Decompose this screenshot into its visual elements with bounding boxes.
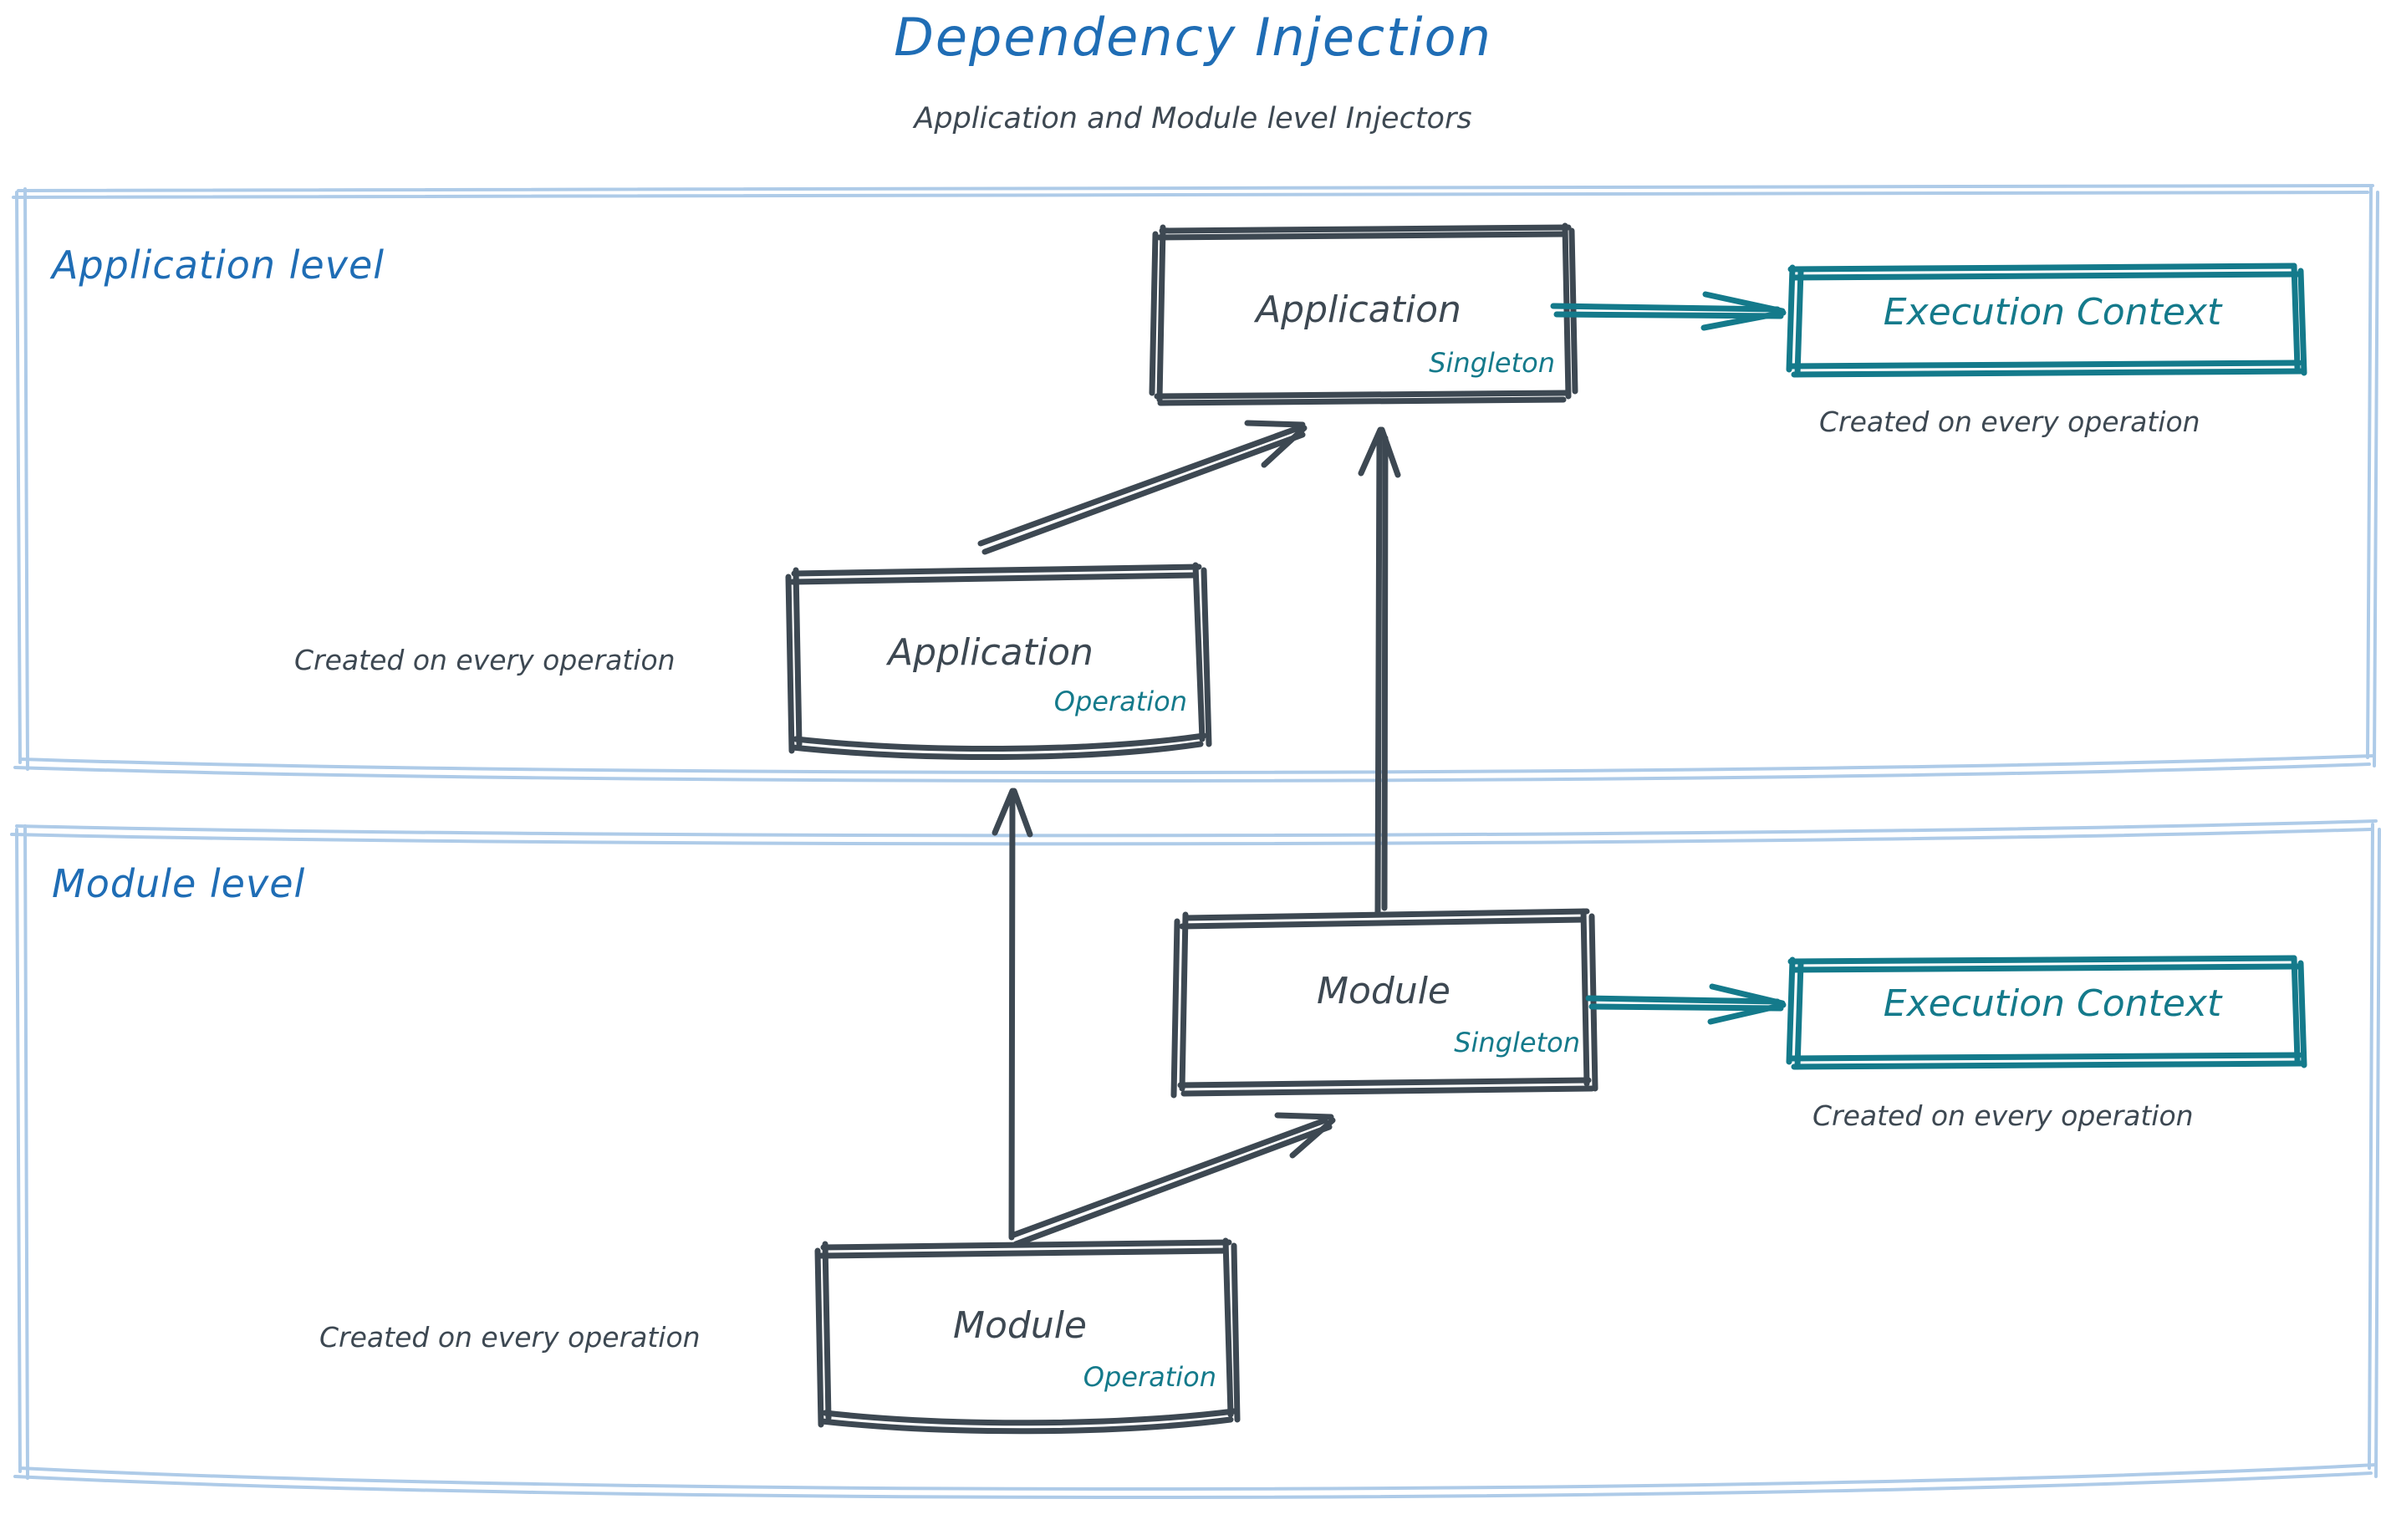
panel-frame-module-level [10,819,2381,1500]
panel-frame-application-level [12,184,2379,783]
node-box-module-operation[interactable] [814,1237,1241,1435]
node-box-execution-context-module[interactable] [1786,955,2307,1070]
arrow-module-operation-to-application-operation [992,788,1033,1241]
arrow-application-singleton-to-execution-context [1550,291,1787,331]
node-box-application-operation[interactable] [785,562,1212,761]
arrow-module-singleton-to-application-singleton [1358,426,1401,916]
arrow-module-singleton-to-execution-context [1585,983,1787,1025]
node-box-application-singleton[interactable] [1149,222,1578,406]
arrow-module-operation-to-module-singleton [1008,1112,1336,1247]
arrow-application-operation-to-singleton [977,420,1308,555]
node-box-module-singleton[interactable] [1170,908,1598,1099]
node-box-execution-context-application[interactable] [1786,263,2307,378]
